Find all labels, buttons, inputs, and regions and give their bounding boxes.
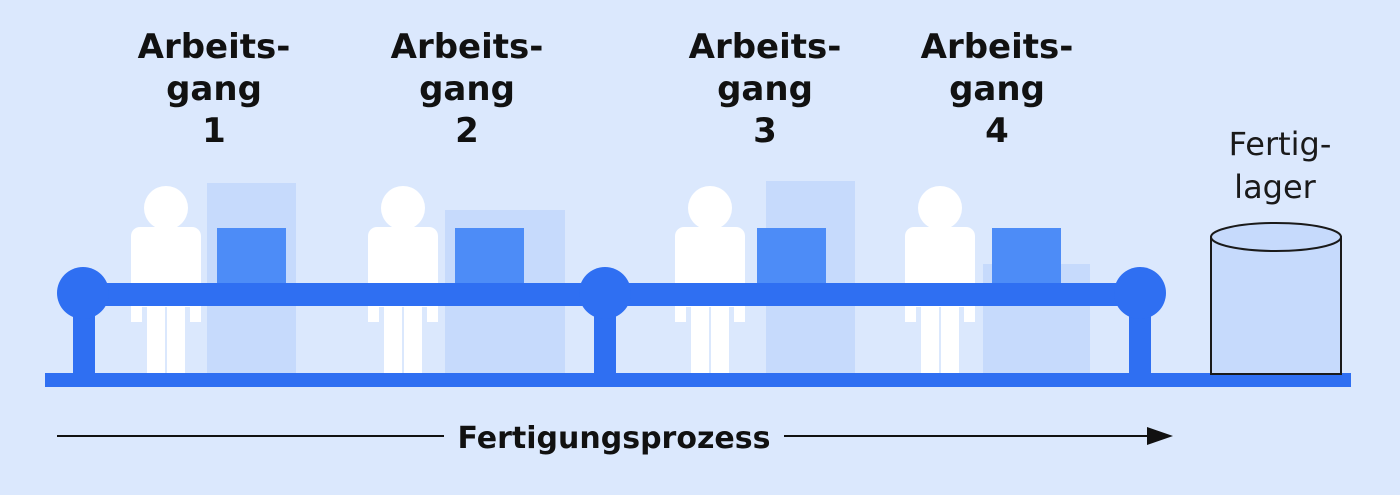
conveyor-leg (73, 300, 95, 376)
store-label: Fertig- lager (1229, 125, 1332, 206)
svg-text:lager: lager (1234, 168, 1317, 206)
conveyor-roller (57, 267, 109, 319)
work-pieces (217, 228, 1061, 284)
worker-icon (905, 186, 975, 374)
process-label: Fertigungsprozess (458, 421, 771, 456)
svg-text:Arbeits-: Arbeits- (138, 27, 291, 67)
arrow-right-icon (1147, 427, 1173, 445)
svg-text:1: 1 (202, 111, 226, 151)
conveyor-roller (579, 267, 631, 319)
cylinder-storage-icon (1210, 222, 1342, 375)
box-icon (757, 228, 826, 284)
box-icon (455, 228, 524, 284)
svg-text:gang: gang (717, 69, 813, 109)
operation-label-3: Arbeits- gang 3 (689, 27, 842, 151)
svg-text:gang: gang (166, 69, 262, 109)
conveyor (45, 267, 1351, 387)
svg-text:Fertig-: Fertig- (1229, 125, 1332, 163)
svg-text:4: 4 (985, 111, 1009, 151)
box-icon (217, 228, 286, 284)
svg-text:Arbeits-: Arbeits- (921, 27, 1074, 67)
svg-text:Arbeits-: Arbeits- (391, 27, 544, 67)
process-arrow: Fertigungsprozess (57, 421, 1173, 456)
operation-label-1: Arbeits- gang 1 (138, 27, 291, 151)
operation-label-4: Arbeits- gang 4 (921, 27, 1074, 151)
svg-text:2: 2 (455, 111, 479, 151)
box-icon (992, 228, 1061, 284)
svg-text:gang: gang (419, 69, 515, 109)
conveyor-roller (1114, 267, 1166, 319)
svg-text:Arbeits-: Arbeits- (689, 27, 842, 67)
svg-text:gang: gang (949, 69, 1045, 109)
floor-bar (45, 373, 1351, 387)
svg-text:3: 3 (753, 111, 777, 151)
operation-label-2: Arbeits- gang 2 (391, 27, 544, 151)
worker-icon (131, 186, 201, 374)
conveyor-leg (594, 300, 616, 376)
worker-icon (368, 186, 438, 374)
worker-icon (675, 186, 745, 374)
conveyor-leg (1129, 300, 1151, 376)
